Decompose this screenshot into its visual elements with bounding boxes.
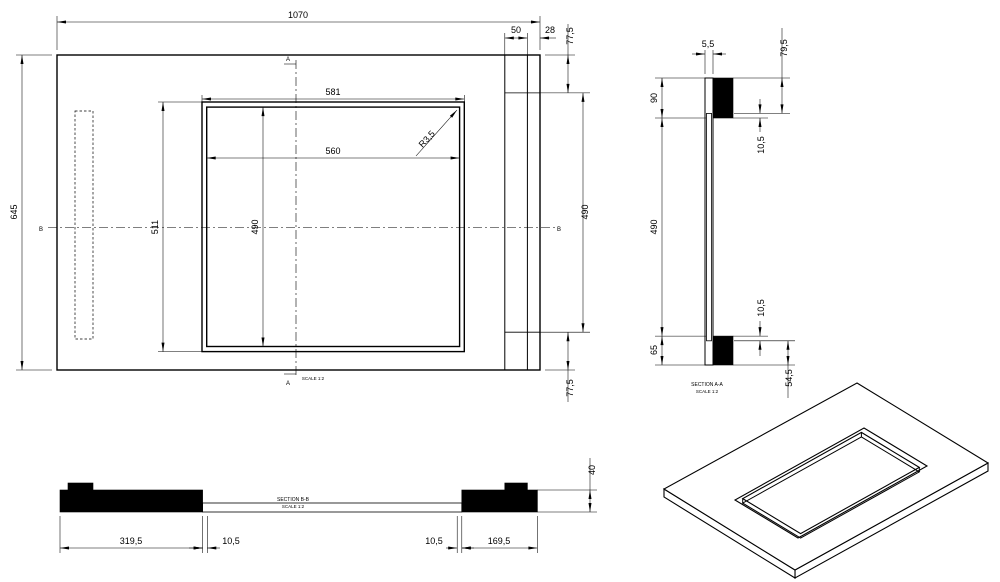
plan-dim-margin-bottom-right: 77,5 [565,379,575,397]
plan-dim-total-width: 1070 [288,10,308,20]
section-a-dim-panel-thickness: 5,5 [702,39,715,49]
hidden-strip-outline [74,110,94,340]
plan-dim-edge-width: 28 [545,25,555,35]
plan-dim-corner-radius: R3,5 [417,129,437,150]
opening-inner-outline [205,106,461,348]
section-marker-a-bottom: A [286,381,290,387]
section-a-geometry [704,77,734,366]
plan-dim-opening-inner-width: 560 [325,146,340,156]
bottom-frame-section [712,335,734,366]
radius-leader [415,109,458,157]
top-frame-section [712,77,734,119]
glass-pane-section-b [202,502,463,513]
plan-dim-opening-inner-height: 490 [250,219,260,234]
plan-dimension-lines [20,20,585,402]
section-a-dim-top-frame: 90 [649,93,659,103]
opening-floor-iso [741,436,921,539]
section-a-dimension-lines [660,28,790,398]
left-step-section [67,482,94,491]
panel-outline [56,54,541,371]
section-b-extension-lines [59,489,597,553]
opening-outer-outline [201,101,465,353]
plan-centerlines [48,60,556,378]
plan-extension-lines [16,16,590,371]
opening-inner-outline-iso [741,431,921,535]
right-frame-section [461,489,538,513]
plan-dim-total-height: 645 [9,204,19,219]
plan-dim-margin-top-right: 77,5 [565,27,575,45]
section-a-dim-glass-overlap-bottom: 10,5 [756,299,766,317]
right-step-section [504,482,528,491]
section-b-scale: SCALE 1:2 [282,504,305,509]
section-b-view: 40 319,5 10,5 10,5 169,5 SECTION B-B SCA… [59,458,597,553]
section-a-dim-glass-overlap-top: 10,5 [756,136,766,154]
iso-view [662,382,990,579]
section-b-geometry [59,482,538,513]
section-b-dim-glass-overlap-left: 10,5 [222,536,240,546]
plan-dim-opening-outer-height: 511 [150,220,160,234]
section-a-dim-top-to-glass: 79,5 [779,39,789,57]
section-b-dim-right-frame: 169,5 [488,536,511,546]
section-a-scale: SCALE 1:2 [696,389,719,394]
section-a-title: SECTION A-A [691,382,723,388]
plan-dim-right-cutout-height: 490 [580,204,590,219]
section-marker-a-top: A [286,57,290,63]
plan-geometry [56,54,541,371]
left-frame-section [59,489,203,513]
section-b-dim-left-frame: 319,5 [120,536,143,546]
plan-scale-note: SCALE 1:2 [302,376,325,381]
section-a-extension-lines [655,50,795,366]
section-a-dim-glass-to-bottom: 54,5 [784,369,794,387]
plan-dim-strip-width: 50 [511,25,521,35]
panel-plate-section [704,77,714,366]
section-b-dim-glass-overlap-right: 10,5 [425,536,443,546]
plan-dim-opening-outer-width: 581 [325,87,340,97]
section-a-dim-bottom-frame: 65 [649,345,659,355]
section-b-dimension-lines [60,458,592,550]
section-marker-b-left: B [39,227,43,233]
section-b-title: SECTION B-B [277,497,310,503]
section-marker-b-right: B [557,227,561,233]
plan-view: 1070 645 581 560 511 490 77,5 490 77,5 5… [9,10,590,402]
section-a-view: 5,5 79,5 90 10,5 490 10,5 65 54,5 SECTIO… [649,28,795,398]
section-b-dim-thickness: 40 [587,465,597,475]
glass-pane-section [706,113,712,342]
section-a-dim-opening-height: 490 [649,219,659,234]
